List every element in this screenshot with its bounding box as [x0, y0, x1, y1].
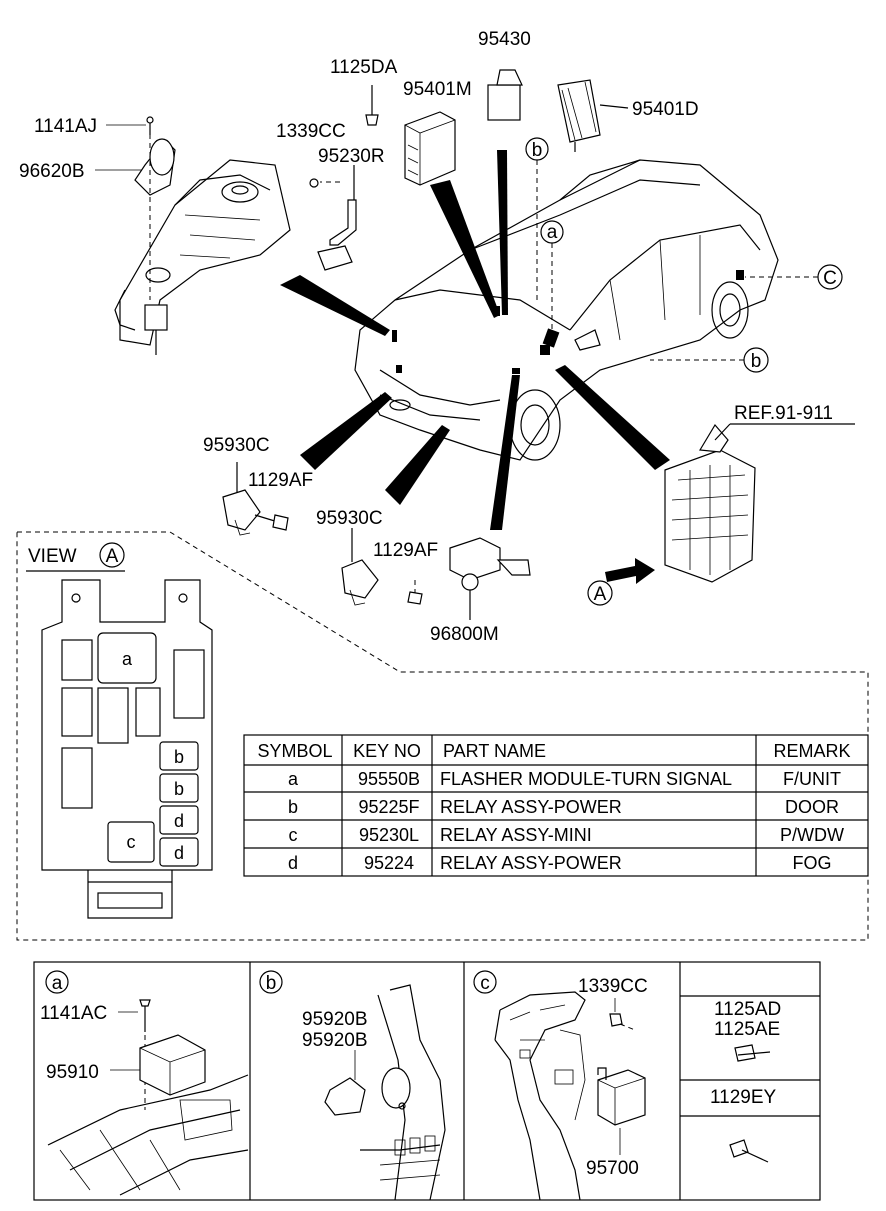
label-95401M: 95401M: [403, 79, 472, 100]
view-slot-d1: d: [174, 811, 184, 831]
part-96800M: [449, 537, 531, 620]
part-junction-box: [605, 423, 855, 584]
view-slot-b1: b: [174, 747, 184, 767]
label-96800M: 96800M: [430, 624, 499, 645]
panel-a-label-2: 95910: [46, 1062, 99, 1083]
table-cell: RELAY ASSY-POWER: [440, 853, 622, 873]
table-cell: F/UNIT: [783, 769, 841, 789]
table-cell: 95224: [364, 853, 414, 873]
marker-a-top: a: [547, 222, 558, 243]
panel-c-label-2: 95700: [586, 1158, 639, 1179]
part-95930C-left: [222, 462, 289, 536]
car-body: [354, 159, 779, 461]
label-95930C-mid: 95930C: [316, 508, 383, 529]
table-cell: RELAY ASSY-MINI: [440, 825, 592, 845]
label-95930C-left: 95930C: [203, 435, 270, 456]
label-95430: 95430: [478, 29, 531, 50]
label-95401D: 95401D: [632, 99, 699, 120]
table-cell: 95225F: [358, 797, 419, 817]
panel-c-marker: c: [480, 973, 490, 994]
callout-labels: 1141AJ 96620B 1125DA 1339CC 95230R 95401…: [19, 29, 833, 645]
panel-a: a 1141AC 95910: [40, 970, 249, 1196]
marker-arrow-A: A: [594, 584, 607, 605]
view-a-region: VIEW A a b b d d c: [16, 531, 869, 941]
table-cell: RELAY ASSY-POWER: [440, 797, 622, 817]
table-cell: c: [289, 825, 298, 845]
view-slot-c: c: [127, 832, 136, 852]
label-1129AF-mid: 1129AF: [373, 540, 438, 561]
panel-a-marker: a: [52, 973, 63, 994]
label-96620B: 96620B: [19, 161, 85, 182]
table-cell: P/WDW: [780, 825, 844, 845]
panel-b-label-1: 95920B: [302, 1009, 368, 1030]
table-cell: 95230L: [359, 825, 419, 845]
table-cell: FLASHER MODULE-TURN SIGNAL: [440, 769, 732, 789]
circle-markers: b a C b A: [525, 137, 843, 606]
panel-c: c 1339CC 95700: [473, 970, 648, 1201]
table-cell: 95550B: [358, 769, 420, 789]
table-header-remark: REMARK: [773, 741, 850, 761]
panel-b-label-2: 95920B: [302, 1030, 368, 1051]
table-cell: FOG: [793, 853, 832, 873]
table-header-symbol: SYMBOL: [257, 741, 332, 761]
label-1339CC-top: 1339CC: [276, 121, 346, 142]
part-95401D: [557, 79, 629, 152]
part-1125DA: [365, 85, 379, 126]
part-95930C-mid: [341, 528, 423, 606]
panel-a-label-1: 1141AC: [40, 1003, 107, 1024]
table-cell: b: [288, 797, 298, 817]
bottom-panels: a 1141AC 95910 b 95920B 95920B: [33, 961, 821, 1201]
view-letter: A: [106, 546, 119, 567]
label-ref: REF.91-911: [734, 403, 833, 424]
table-cell: d: [288, 853, 298, 873]
part-95401M: [404, 111, 456, 186]
part-95430: [487, 69, 523, 121]
panel-c-label-1: 1339CC: [578, 976, 648, 997]
label-1141AJ: 1141AJ: [34, 116, 97, 137]
table-cell: a: [288, 769, 299, 789]
marker-c-right: C: [823, 268, 837, 289]
panel-b-marker: b: [266, 973, 277, 994]
panel-d: 1125AD 1125AE 1129EY: [710, 999, 781, 1163]
view-slot-d2: d: [174, 843, 184, 863]
table-header-key: KEY NO: [353, 741, 421, 761]
parts-table: SYMBOL KEY NO PART NAME REMARK a 95550B …: [243, 734, 869, 877]
panel-d-label-1: 1125AD: [714, 999, 781, 1020]
table-header-part: PART NAME: [443, 741, 546, 761]
view-slot-a: a: [122, 649, 133, 669]
label-1129AF-left: 1129AF: [248, 470, 313, 491]
table-cell: DOOR: [785, 797, 839, 817]
part-95230R: [309, 165, 357, 271]
view-title: VIEW: [28, 546, 77, 567]
label-1125DA: 1125DA: [330, 57, 398, 78]
marker-b-top: b: [532, 140, 543, 161]
label-95230R: 95230R: [318, 146, 385, 167]
panel-d-label-3: 1129EY: [710, 1087, 777, 1108]
front-body-structure: [114, 116, 291, 355]
panel-b: b 95920B 95920B: [259, 970, 446, 1201]
panel-d-label-2: 1125AE: [714, 1019, 780, 1040]
marker-b-right: b: [751, 351, 762, 372]
leader-wedges: [280, 150, 670, 530]
view-slot-b2: b: [174, 779, 184, 799]
